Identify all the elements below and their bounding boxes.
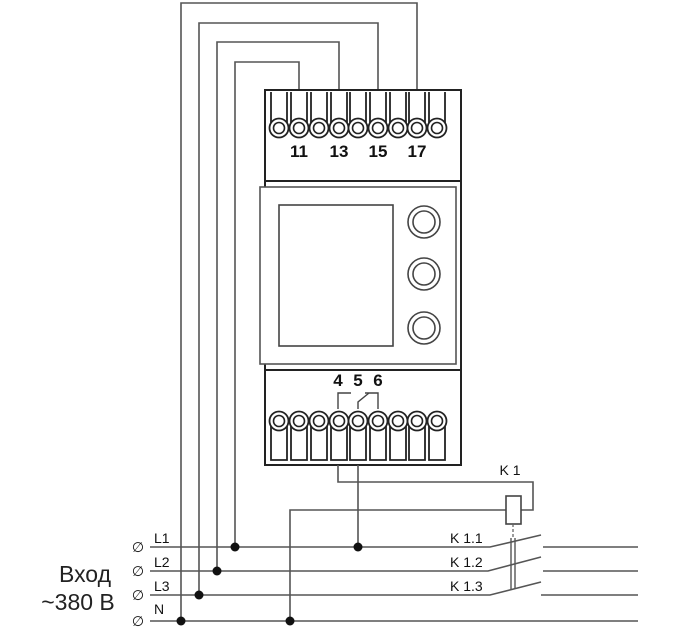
screw-terminal [347,92,369,139]
junction-dot [194,590,204,600]
wire-l1-to-11 [234,61,300,547]
top-terminal-block [268,92,448,139]
screw-terminal [308,410,330,461]
wire-l3-to-15 [198,22,379,595]
wire-n-to-17 [180,2,418,621]
input-terminal-l3-icon: ∅ [132,587,144,603]
line-label-l2: L2 [154,554,170,570]
screw-terminal [328,92,350,139]
terminal-label-6: 6 [373,371,382,390]
junction-dot [353,542,363,552]
screw-terminal [367,92,389,139]
screw-terminal [367,410,389,461]
screw-terminal [426,410,448,461]
line-l3 [150,581,542,596]
input-terminal-n-icon: ∅ [132,613,144,629]
terminal-label-11: 11 [290,142,308,161]
junction-dot [230,542,240,552]
screw-terminal [308,92,330,139]
screw-terminal [406,410,428,461]
control-button-2[interactable] [407,257,441,291]
wire-n-to-coil [289,509,506,621]
screw-terminal [268,410,290,461]
contact-label-k1-3: K 1.3 [450,578,483,594]
screw-terminal [387,92,409,139]
input-label-line2: ~380 В [41,589,115,615]
terminal-label-17: 17 [408,142,427,161]
bottom-terminal-block [268,410,448,461]
terminal-label-13: 13 [330,142,349,161]
junction-dot [212,566,222,576]
screw-terminal [288,92,310,139]
line-l2 [150,556,542,572]
screw-terminal [328,410,350,461]
line-label-l3: L3 [154,578,170,594]
wire-4-to-coil [337,465,534,511]
input-terminal-l1-icon: ∅ [132,539,144,555]
relay-device: 11 13 15 17 4 5 6 [259,89,462,466]
contact-label-k1-2: K 1.2 [450,554,483,570]
screw-terminal [347,410,369,461]
junction-dot [176,616,186,626]
coil-k1 [505,495,522,525]
screw-terminal [288,410,310,461]
terminal-label-4: 4 [333,371,343,390]
screw-terminal [268,92,290,139]
top-wires [180,2,418,621]
junction-dot [285,616,295,626]
input-terminal-l2-icon: ∅ [132,563,144,579]
contact-label-k1-1: K 1.1 [450,530,483,546]
coil-label: K 1 [499,462,520,478]
relay-contact-symbol [337,392,379,409]
line-l1 [150,534,542,548]
power-lines [150,534,638,622]
wire-l2-to-13 [216,41,340,571]
junction-dots [176,542,363,626]
display-screen [278,204,394,347]
control-button-3[interactable] [407,311,441,345]
screw-terminal [426,92,448,139]
screw-terminal [387,410,409,461]
coil-circuit: K 1 [289,462,534,621]
terminal-label-5: 5 [353,371,362,390]
input-label-line1: Вход [59,561,112,587]
line-label-l1: L1 [154,530,170,546]
line-label-n: N [154,601,164,617]
control-button-1[interactable] [407,205,441,239]
screw-terminal [406,92,428,139]
terminal-label-15: 15 [369,142,388,161]
